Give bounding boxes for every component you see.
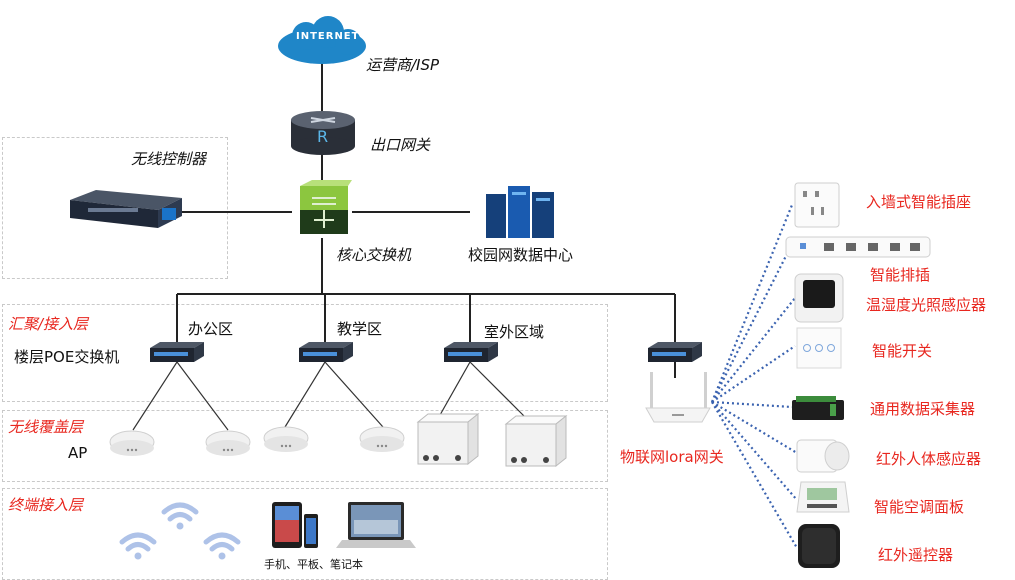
client-devices-label: 手机、平板、笔记本 (264, 558, 363, 571)
core-switch-label: 核心交换机 (336, 246, 412, 264)
area-label-office: 办公区 (188, 320, 234, 338)
smart-wall-socket-icon (794, 182, 840, 228)
gateway-label: 出口网关 (370, 136, 431, 154)
iot-device-label: 入墙式智能插座 (866, 193, 972, 211)
datacenter-label: 校园网数据中心 (468, 246, 574, 264)
iot-device-label: 温湿度光照感应器 (866, 296, 987, 314)
area-label-teaching: 教学区 (337, 320, 383, 338)
isp-label: 运营商/ISP (366, 56, 440, 74)
poe-switch-icon (150, 342, 204, 362)
infrared-remote-controller-icon (798, 524, 840, 568)
aggregation-layer-label: 汇聚/接入层 (8, 315, 89, 333)
router-icon: R (291, 111, 355, 155)
lora-gateway-icon (645, 372, 711, 423)
wireless-layer-label: 无线覆盖层 (8, 418, 84, 436)
wifi-icon (161, 502, 199, 530)
ceiling-ap-icon (263, 426, 309, 452)
lora-links (710, 204, 798, 549)
core-switch-icon (300, 180, 352, 234)
wireless-controller-icon (70, 190, 182, 228)
smart-power-strip-icon (785, 236, 931, 258)
iot-device-label: 通用数据采集器 (870, 400, 976, 418)
poe-switch-icon (648, 342, 702, 362)
datacenter-servers-icon (486, 186, 554, 238)
iot-device-label: 红外遥控器 (878, 546, 954, 564)
wifi-icon (119, 532, 157, 560)
iot-device-label: 智能排插 (870, 266, 931, 284)
wifi-icon (203, 532, 241, 560)
infrared-motion-sensor-icon (796, 439, 850, 473)
svg-text:R: R (317, 127, 328, 146)
lora-gateway-label: 物联网lora网关 (620, 448, 724, 466)
iot-device-label: 智能开关 (872, 342, 933, 360)
internet-label: INTERNET (296, 31, 360, 42)
area-label-outdoor: 室外区域 (484, 323, 545, 341)
controller-label: 无线控制器 (131, 150, 207, 168)
iot-device-label: 智能空调面板 (874, 498, 965, 516)
data-collector-icon (792, 396, 844, 420)
smart-switch-icon (796, 327, 842, 369)
terminal-layer-label: 终端接入层 (8, 496, 84, 514)
poe-switch-icon (299, 342, 353, 362)
internet-cloud-icon (278, 16, 366, 64)
poe-switch-icon (444, 342, 498, 362)
controller-region (2, 137, 228, 279)
aggregation-layer-region (2, 304, 608, 402)
ceiling-ap-icon (359, 426, 405, 452)
wireless-layer-region (2, 410, 608, 482)
temp-humidity-light-sensor-icon (794, 273, 844, 323)
client-devices-icon (272, 502, 416, 548)
ceiling-ap-icon (205, 430, 251, 456)
outdoor-ap-icon (504, 414, 568, 468)
outdoor-ap-icon (416, 412, 480, 466)
ceiling-ap-icon (109, 430, 155, 456)
ap-label: AP (68, 444, 88, 462)
iot-device-label: 红外人体感应器 (876, 450, 982, 468)
floor-switch-label: 楼层POE交换机 (14, 348, 120, 366)
ac-control-panel-icon (796, 481, 850, 513)
